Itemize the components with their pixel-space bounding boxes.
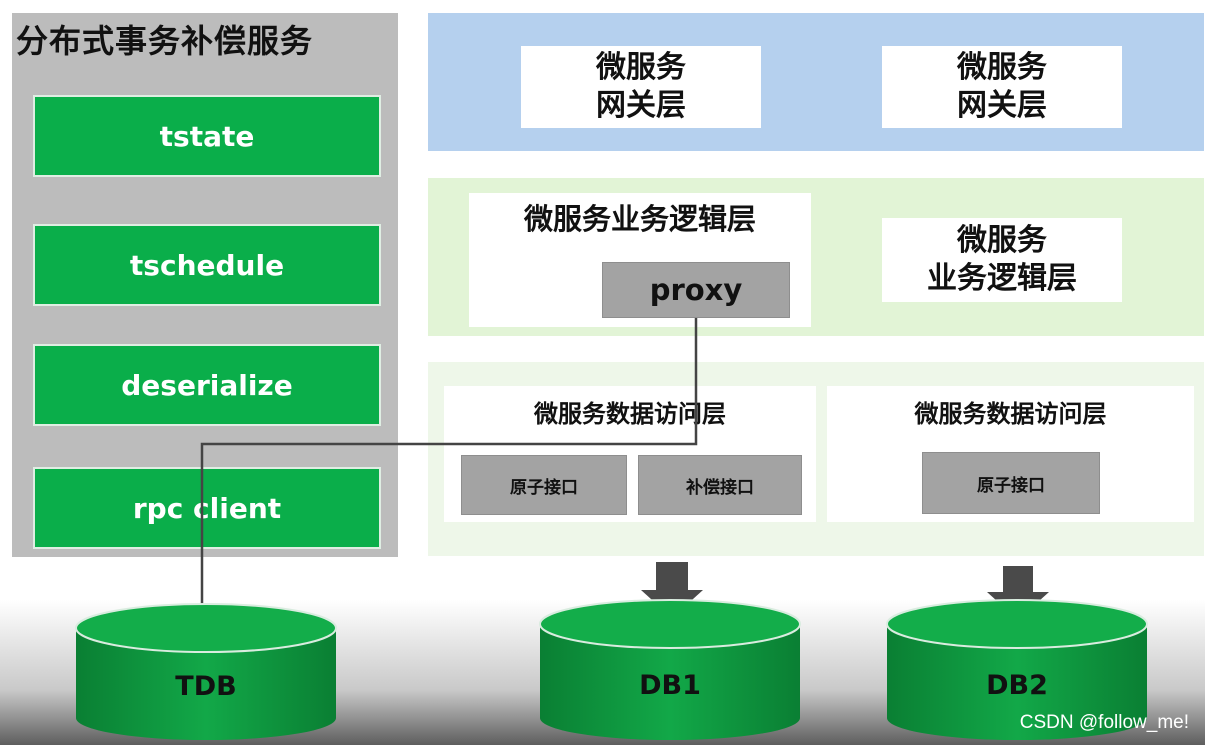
gateway-box-left: 微服务 网关层 [521, 46, 761, 128]
atomic-interface-left: 原子接口 [461, 455, 627, 515]
watermark: CSDN @follow_me! [1019, 712, 1189, 733]
compensation-service-title: 分布式事务补偿服务 [16, 22, 314, 60]
business-box-left-title: 微服务业务逻辑层 [523, 202, 756, 236]
database-tdb [75, 603, 337, 740]
component-rpc-client: rpc client [33, 467, 381, 549]
proxy-box: proxy [602, 262, 790, 318]
business-box-right: 微服务 业务逻辑层 [882, 218, 1122, 302]
database-db1 [539, 599, 801, 740]
component-deserialize: deserialize [33, 344, 381, 426]
database-db2-label: DB2 [986, 670, 1048, 701]
database-db2 [886, 599, 1148, 740]
data-access-right-title: 微服务数据访问层 [914, 400, 1107, 428]
data-access-left-title: 微服务数据访问层 [534, 400, 726, 428]
component-tstate: tstate [33, 95, 381, 177]
component-tschedule: tschedule [33, 224, 381, 306]
gateway-box-right: 微服务 网关层 [882, 46, 1122, 128]
atomic-interface-right: 原子接口 [922, 452, 1100, 514]
down-arrow-db2 [987, 566, 1049, 620]
database-db1-label: DB1 [639, 670, 701, 701]
database-tdb-label: TDB [175, 671, 236, 702]
compensation-interface: 补偿接口 [638, 455, 802, 515]
proxy-to-tdb-line [200, 318, 698, 640]
